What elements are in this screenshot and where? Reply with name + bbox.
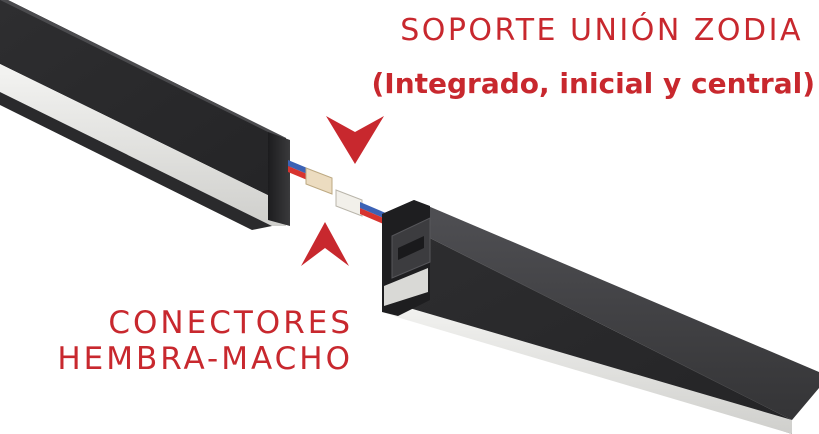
left-profile-side: [0, 0, 286, 204]
connectors-label-line1: CONECTORES: [108, 305, 353, 341]
union-bracket-slot: [398, 236, 424, 260]
right-end-diffuser: [384, 268, 428, 306]
right-profile-side: [382, 214, 792, 434]
left-profile-top-edge: [0, 0, 286, 138]
chevron-down-icon: [326, 116, 384, 164]
male-connector: [335, 189, 363, 217]
right-led-profile: [382, 200, 819, 434]
left-profile-end-face: [268, 132, 290, 226]
support-title: SOPORTE UNIÓN ZODIA: [400, 13, 803, 48]
connectors-label-line2: HEMBRA-MACHO: [57, 341, 353, 377]
left-led-profile: [0, 0, 290, 230]
female-connector: [305, 167, 333, 195]
right-profile-diffuser: [382, 300, 792, 434]
support-subtitle: (Integrado, inicial y central): [371, 67, 815, 100]
left-profile-bottom-lip: [0, 92, 272, 230]
chevron-up-icon: [301, 222, 349, 266]
left-profile-diffuser: [0, 64, 286, 226]
right-profile-top: [382, 200, 819, 420]
